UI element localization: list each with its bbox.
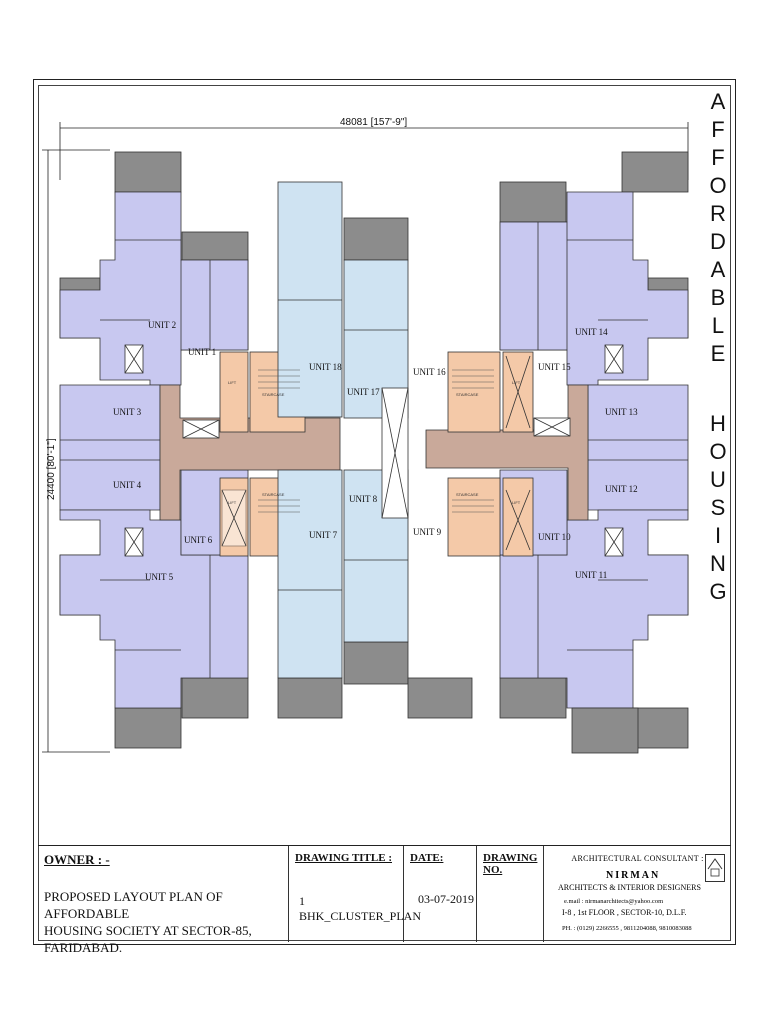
balcony [114, 707, 182, 749]
drawing-title-label: DRAWING TITLE : [295, 852, 392, 864]
consultant-phone: PH. : (0129) 2266555 , 9811204088, 98100… [562, 925, 692, 932]
drawing-no-label: DRAWING NO. [483, 852, 538, 876]
stair-lines [258, 369, 494, 513]
balcony [277, 677, 343, 719]
unit-label: UNIT 11 [575, 570, 607, 580]
vertical-title-letter: S [710, 495, 726, 520]
owner-cell: OWNER : - PROPOSED LAYOUT PLAN OF AFFORD… [38, 846, 289, 955]
drawing-title-cell: DRAWING TITLE : 1 BHK_CLUSTER_PLAN [289, 846, 421, 942]
unit-label: UNIT 8 [349, 494, 378, 504]
vertical-title-letter: F [711, 117, 725, 142]
unit-label: UNIT 3 [113, 407, 142, 417]
balcony [407, 677, 473, 719]
staircase-label: STAIRCASE [456, 492, 479, 497]
core-stair [447, 477, 501, 557]
project-desc-line2: HOUSING SOCIETY AT SECTOR-85, FARIDABAD. [44, 923, 252, 955]
unit-label: UNIT 12 [605, 484, 638, 494]
balcony [343, 641, 409, 685]
right-wing [425, 151, 689, 754]
unit-block [277, 181, 343, 418]
unit-label: UNIT 9 [413, 527, 442, 537]
unit-label: UNIT 18 [309, 362, 342, 372]
core-stair [447, 351, 501, 433]
lift-label: LIFT [228, 500, 237, 505]
vertical-title-letter: E [710, 341, 726, 366]
balcony [181, 231, 249, 261]
unit-label: UNIT 2 [148, 320, 176, 330]
balcony [621, 151, 689, 193]
vertical-title-letter: L [711, 313, 725, 338]
balcony [499, 181, 567, 223]
lift-label: LIFT [228, 380, 237, 385]
consultant-email: e.mail : nirmanarchitects@yahoo.com [564, 898, 664, 905]
sheet-outer-border [33, 79, 736, 945]
unit-block [59, 384, 161, 511]
consultant-address: I-8 , 1st FLOOR , SECTOR-10, D.L.F. [562, 908, 687, 917]
vertical-title-letter: U [710, 467, 726, 492]
vertical-title-letter: R [710, 201, 726, 226]
vertical-title-letter: F [711, 145, 725, 170]
vertical-title-letter: D [710, 229, 726, 254]
corridor [425, 384, 589, 521]
drawing-no-cell: DRAWING NO. [477, 846, 544, 942]
lift-label: LIFT [512, 380, 521, 385]
staircase-label: STAIRCASE [456, 392, 479, 397]
balcony [181, 677, 249, 719]
unit-label: UNIT 4 [113, 480, 142, 490]
unit-label: UNIT 7 [309, 530, 338, 540]
vertical-title-letter: B [710, 285, 726, 310]
consultant-sub: ARCHITECTS & INTERIOR DESIGNERS [558, 883, 701, 892]
balcony [499, 677, 567, 719]
consultant-cell: ARCHITECTURAL CONSULTANT : NIRMAN ARCHIT… [544, 846, 731, 942]
unit-block [587, 384, 689, 511]
consultant-label: ARCHITECTURAL CONSULTANT : [571, 854, 704, 863]
date-label: DATE: [410, 852, 444, 864]
height-dimension-label: 24400 [80'-1"] [46, 438, 57, 500]
date-cell: DATE: 03-07-2019 [404, 846, 477, 942]
sheet-inner-border [38, 85, 731, 941]
unit-label: UNIT 15 [538, 362, 571, 372]
lift-label: LIFT [512, 500, 521, 505]
width-dimension-label: 48081 [157'-9"] [340, 117, 407, 128]
vertical-title-letter: H [710, 411, 726, 436]
staircase-label: STAIRCASE [262, 392, 285, 397]
vertical-title-letter: A [710, 257, 726, 282]
unit-block [277, 469, 343, 679]
unit-block [499, 221, 568, 351]
unit-label: UNIT 14 [575, 327, 608, 337]
staircase-label: STAIRCASE [262, 492, 285, 497]
vertical-title-letter: O [709, 173, 727, 198]
vertical-title-letter: N [710, 551, 726, 576]
unit-label: UNIT 5 [145, 572, 174, 582]
vertical-title-letter: G [709, 579, 727, 604]
project-desc-line1: PROPOSED LAYOUT PLAN OF AFFORDABLE [44, 889, 223, 921]
center-wing [277, 181, 473, 719]
unit-label: UNIT 16 [413, 367, 446, 377]
nirman-logo-icon [705, 854, 725, 882]
left-wing [59, 151, 341, 749]
project-description: PROPOSED LAYOUT PLAN OF AFFORDABLE HOUSI… [44, 888, 284, 956]
balcony [343, 217, 409, 261]
date-value: 03-07-2019 [418, 892, 474, 906]
unit-label: UNIT 6 [184, 535, 213, 545]
unit-label: UNIT 10 [538, 532, 571, 542]
unit-label: UNIT 17 [347, 387, 380, 397]
unit-label: UNIT 1 [188, 347, 216, 357]
unit-block [180, 259, 249, 351]
unit-label: UNIT 13 [605, 407, 638, 417]
owner-label: OWNER : - [44, 852, 110, 867]
drawing-title-value: 1 BHK_CLUSTER_PLAN [299, 894, 422, 923]
core-lift [219, 351, 249, 433]
vertical-title-letter: A [710, 89, 726, 114]
balcony [114, 151, 182, 193]
vertical-title-letter: I [714, 523, 722, 548]
title-block: OWNER : - PROPOSED LAYOUT PLAN OF AFFORD… [38, 845, 731, 955]
core-lift [502, 477, 534, 557]
vertical-title-letter: O [709, 439, 727, 464]
consultant-name: NIRMAN [606, 870, 661, 881]
